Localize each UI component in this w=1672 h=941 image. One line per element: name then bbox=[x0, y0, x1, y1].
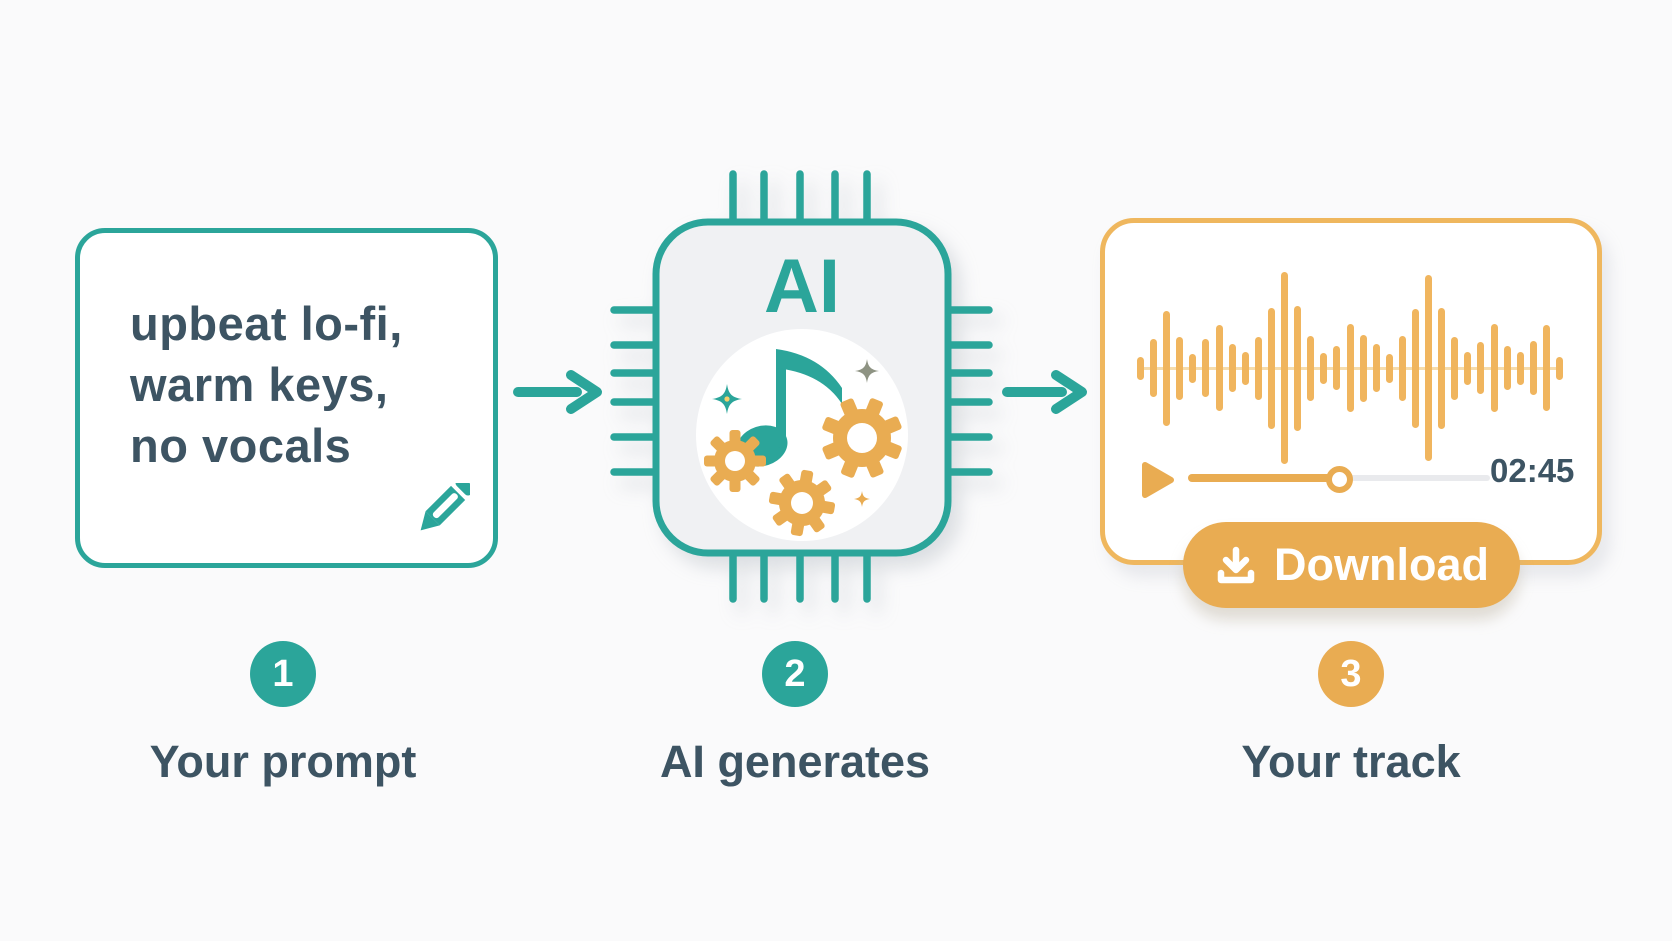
chip-inner-circle bbox=[696, 329, 908, 541]
waveform-bar bbox=[1451, 336, 1459, 400]
gear-icon bbox=[704, 430, 766, 492]
waveform-bar bbox=[1281, 272, 1289, 464]
flow-arrow-2-icon bbox=[1002, 370, 1087, 414]
waveform-bar bbox=[1333, 346, 1341, 390]
track-card: 02:45 Download bbox=[1100, 218, 1602, 608]
waveform-bar bbox=[1556, 356, 1563, 380]
download-label: Download bbox=[1274, 539, 1489, 590]
waveform-bar bbox=[1215, 325, 1223, 411]
step-badge-1: 1 bbox=[250, 641, 316, 707]
gear-icon bbox=[768, 469, 836, 537]
waveform-bar bbox=[1490, 324, 1498, 412]
waveform-bar bbox=[1503, 346, 1511, 390]
waveform-bar bbox=[1398, 335, 1406, 401]
waveform-bar bbox=[1464, 351, 1472, 385]
waveform bbox=[1137, 270, 1563, 466]
waveform-bar bbox=[1307, 335, 1315, 401]
prompt-line: upbeat lo-fi, bbox=[130, 297, 403, 350]
edit-pencil-icon[interactable] bbox=[410, 483, 470, 543]
download-icon bbox=[1217, 546, 1255, 584]
time-display: 02:45 bbox=[1490, 452, 1575, 489]
waveform-bar bbox=[1516, 351, 1524, 385]
waveform-bar bbox=[1372, 344, 1380, 392]
sparkle-icon bbox=[855, 359, 879, 383]
gear-icon bbox=[822, 398, 902, 478]
chip-pins bbox=[610, 170, 993, 603]
sparkle-icon bbox=[854, 491, 870, 507]
waveform-bar bbox=[1411, 308, 1419, 428]
sparkle-icon bbox=[712, 384, 742, 414]
flow-arrow-1-icon bbox=[513, 370, 602, 414]
waveform-bar bbox=[1359, 334, 1367, 402]
waveform-bar bbox=[1267, 307, 1275, 429]
step-label-your-prompt: Your prompt bbox=[149, 736, 417, 787]
waveform-bar bbox=[1228, 344, 1236, 392]
step-badge-3: 3 bbox=[1318, 641, 1384, 707]
waveform-bar bbox=[1438, 307, 1446, 429]
waveform-bar bbox=[1542, 325, 1550, 411]
waveform-bar bbox=[1163, 310, 1171, 426]
waveform-bar bbox=[1477, 342, 1485, 394]
waveform-bar bbox=[1254, 336, 1262, 400]
prompt-line: warm keys, bbox=[130, 358, 389, 411]
waveform-bar bbox=[1529, 341, 1537, 395]
waveform-bar bbox=[1150, 339, 1158, 397]
waveform-bar bbox=[1241, 351, 1249, 385]
waveform-bar bbox=[1202, 339, 1210, 397]
waveform-bar bbox=[1320, 352, 1328, 384]
ai-chip: AI bbox=[610, 170, 993, 603]
step-label-ai-generates: AI generates bbox=[659, 736, 931, 787]
waveform-bar bbox=[1346, 324, 1354, 412]
waveform-bar bbox=[1137, 356, 1144, 380]
progress-fill bbox=[1188, 474, 1339, 482]
waveform-bar bbox=[1176, 336, 1184, 400]
step-badge-2: 2 bbox=[762, 641, 828, 707]
progress-handle[interactable] bbox=[1326, 466, 1353, 493]
prompt-line: no vocals bbox=[130, 419, 352, 472]
waveform-bar bbox=[1385, 353, 1393, 383]
waveform-bar bbox=[1294, 305, 1302, 431]
chip-label: AI bbox=[764, 244, 840, 329]
step-label-your-track: Your track bbox=[1241, 736, 1461, 787]
download-button[interactable]: Download bbox=[1183, 522, 1520, 608]
waveform-bar bbox=[1425, 275, 1433, 461]
prompt-card: upbeat lo-fi, warm keys, no vocals bbox=[75, 228, 498, 568]
play-button[interactable] bbox=[1138, 461, 1178, 501]
waveform-bar bbox=[1189, 353, 1197, 383]
prompt-text: upbeat lo-fi, warm keys, no vocals bbox=[130, 293, 403, 476]
